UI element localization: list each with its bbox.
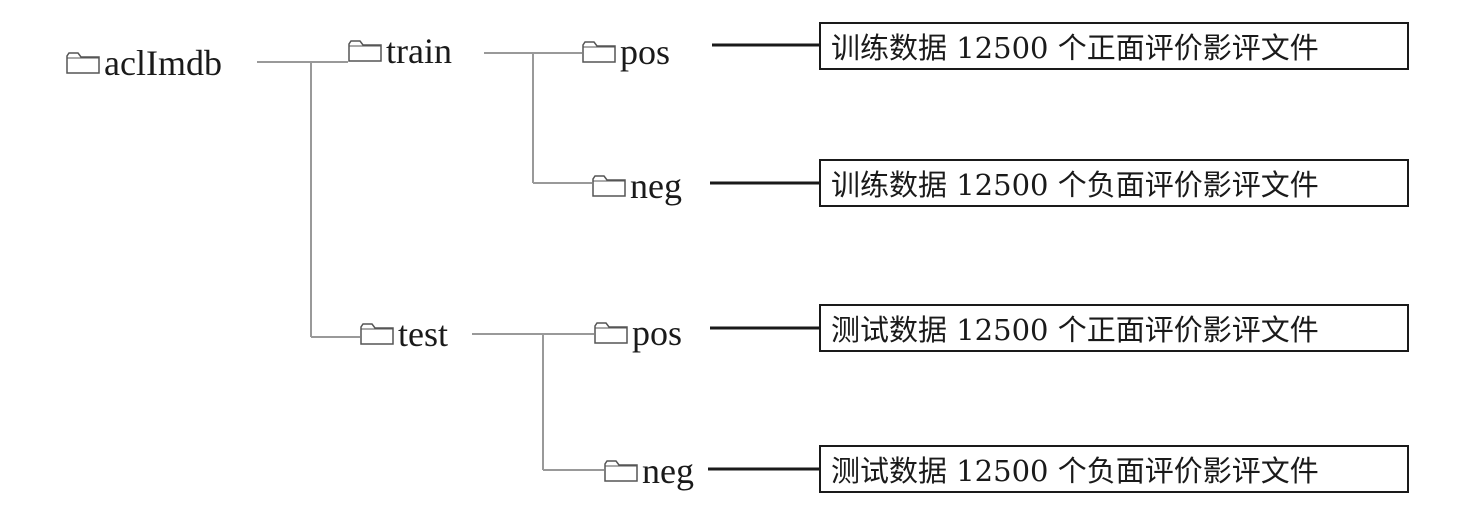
description-train-neg: 训练数据 12500 个负面评价影评文件 — [819, 159, 1409, 207]
node-label-train: train — [386, 31, 452, 71]
folder-icon — [592, 175, 626, 197]
description-test-neg: 测试数据 12500 个负面评价影评文件 — [819, 445, 1409, 493]
node-label-train-pos: pos — [620, 32, 671, 72]
node-label-test-neg: neg — [642, 451, 694, 491]
node-test: test — [360, 314, 448, 354]
node-train-pos: pos — [582, 32, 670, 72]
node-label-train-neg: neg — [630, 166, 682, 206]
node-test-neg: neg — [604, 451, 694, 491]
node-train: train — [348, 31, 452, 71]
node-label-test: test — [398, 314, 448, 354]
node-label-aclimdb: aclImdb — [104, 43, 222, 83]
folder-icon — [348, 40, 382, 62]
folder-icon — [66, 52, 100, 74]
node-train-neg: neg — [592, 166, 682, 206]
folder-icon — [582, 41, 616, 63]
description-test-pos: 测试数据 12500 个正面评价影评文件 — [819, 304, 1409, 352]
node-label-test-pos: pos — [632, 313, 683, 353]
folder-icon — [594, 322, 628, 344]
folder-icon — [360, 323, 394, 345]
description-train-pos: 训练数据 12500 个正面评价影评文件 — [819, 22, 1409, 70]
node-aclimdb: aclImdb — [66, 43, 222, 83]
folder-icon — [604, 460, 638, 482]
node-test-pos: pos — [594, 313, 682, 353]
